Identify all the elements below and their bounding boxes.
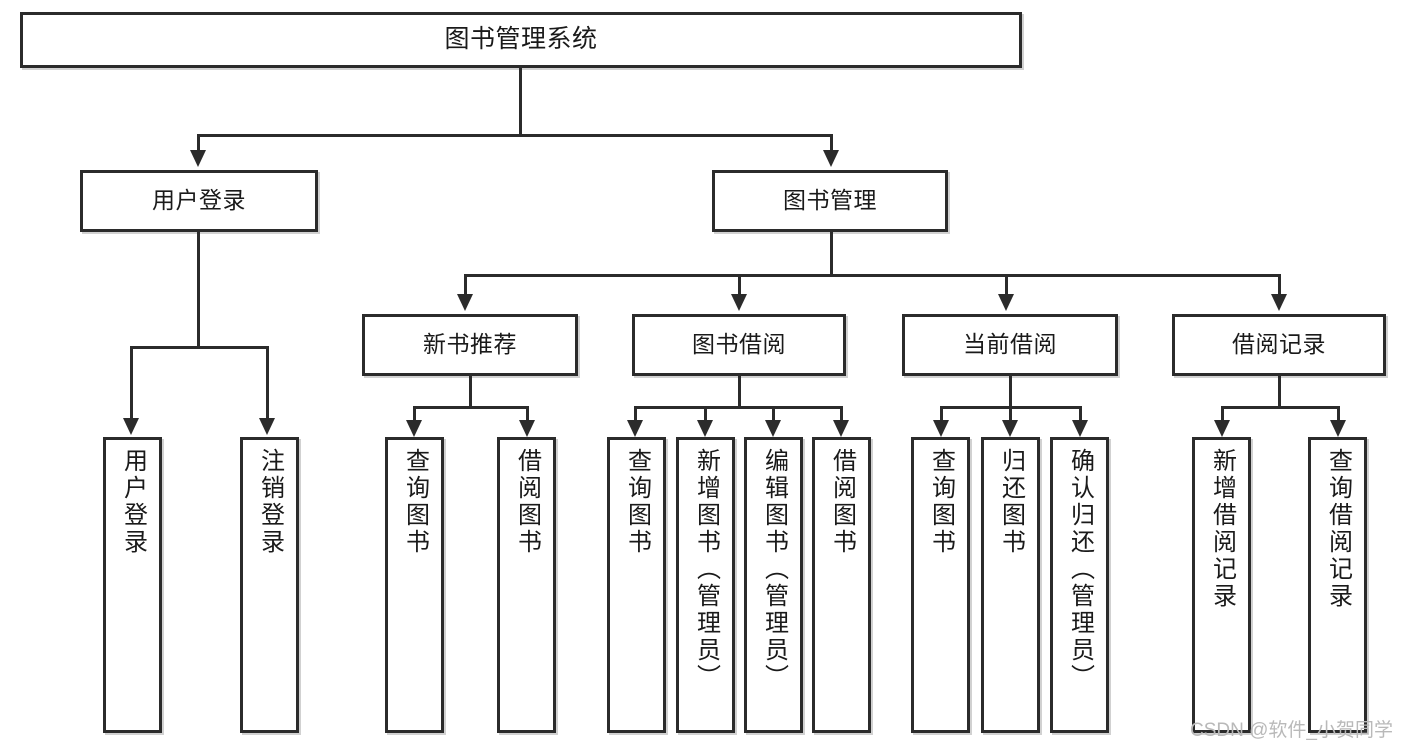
connector-nbr-bus (413, 406, 529, 409)
arrowhead-bb-leaf-3 (765, 420, 781, 437)
node-label: 新增图书（管理员） (692, 448, 720, 691)
node-label: 图书管理系统 (444, 25, 598, 54)
connector-bm-drop-borrow-record (1278, 274, 1281, 296)
node-label: 借阅图书 (513, 448, 541, 556)
connector-user-login-drop-2 (266, 346, 269, 420)
node-label: 归还图书 (997, 448, 1025, 556)
leaf-cb-return-book[interactable]: 归还图书 (981, 437, 1040, 733)
leaf-cb-confirm-return-admin[interactable]: 确认归还（管理员） (1050, 437, 1109, 733)
arrowhead-br-leaf-2 (1330, 420, 1346, 437)
node-root-book-management-system[interactable]: 图书管理系统 (20, 12, 1022, 68)
node-label: 查询图书 (623, 448, 651, 556)
node-label: 编辑图书（管理员） (760, 448, 788, 691)
connector-bb-drop-4 (840, 406, 843, 422)
arrowhead-leaf-user-login (123, 418, 139, 435)
leaf-bb-add-book-admin[interactable]: 新增图书（管理员） (676, 437, 735, 733)
node-book-management[interactable]: 图书管理 (712, 170, 948, 232)
connector-cb-drop-2 (1009, 406, 1012, 422)
node-borrow-record[interactable]: 借阅记录 (1172, 314, 1386, 376)
leaf-nbr-borrow-book[interactable]: 借阅图书 (497, 437, 556, 733)
node-book-borrow[interactable]: 图书借阅 (632, 314, 846, 376)
leaf-nbr-query-book[interactable]: 查询图书 (385, 437, 444, 733)
node-label: 查询图书 (401, 448, 429, 556)
node-user-login[interactable]: 用户登录 (80, 170, 318, 232)
connector-bb-drop-2 (704, 406, 707, 422)
leaf-bb-edit-book-admin[interactable]: 编辑图书（管理员） (744, 437, 803, 733)
connector-br-drop-1 (1221, 406, 1224, 422)
connector-bb-bus (634, 406, 840, 409)
connector-cb-drop-1 (940, 406, 943, 422)
node-label: 确认归还（管理员） (1066, 448, 1094, 691)
node-label: 新增借阅记录 (1208, 448, 1236, 610)
node-label: 用户登录 (119, 448, 147, 556)
node-label: 注销登录 (256, 448, 284, 556)
connector-bm-drop-new-book (464, 274, 467, 296)
arrowhead-current-borrow (998, 294, 1014, 311)
connector-br-drop-2 (1337, 406, 1340, 422)
node-label: 借阅图书 (828, 448, 856, 556)
connector-nbr-drop-1 (413, 406, 416, 422)
arrowhead-new-book-recommend (457, 294, 473, 311)
leaf-cb-query-book[interactable]: 查询图书 (911, 437, 970, 733)
connector-nbr-stem (469, 376, 472, 408)
connector-user-login-bus (130, 346, 269, 349)
arrowhead-nbr-leaf-2 (519, 420, 535, 437)
connector-cb-stem (1009, 376, 1012, 408)
leaf-logout[interactable]: 注销登录 (240, 437, 299, 733)
node-current-borrow[interactable]: 当前借阅 (902, 314, 1118, 376)
arrowhead-cb-leaf-1 (933, 420, 949, 437)
arrowhead-cb-leaf-2 (1002, 420, 1018, 437)
arrowhead-borrow-record (1271, 294, 1287, 311)
connector-user-login-drop-1 (130, 346, 133, 420)
arrowhead-cb-leaf-3 (1072, 420, 1088, 437)
node-label: 借阅记录 (1232, 331, 1326, 358)
node-label: 图书借阅 (692, 331, 786, 358)
connector-bb-stem (738, 376, 741, 408)
arrowhead-bb-leaf-2 (697, 420, 713, 437)
node-label: 图书管理 (783, 187, 877, 214)
arrowhead-book-management (823, 150, 839, 167)
connector-bb-drop-1 (634, 406, 637, 422)
connector-nbr-drop-2 (526, 406, 529, 422)
connector-br-stem (1278, 376, 1281, 408)
leaf-br-add-record[interactable]: 新增借阅记录 (1192, 437, 1251, 733)
leaf-bb-query-book[interactable]: 查询图书 (607, 437, 666, 733)
arrowhead-bb-leaf-1 (627, 420, 643, 437)
leaf-user-login[interactable]: 用户登录 (103, 437, 162, 733)
connector-root-stem (519, 68, 522, 134)
connector-book-management-bus (464, 274, 1278, 277)
connector-bm-drop-current-borrow (1005, 274, 1008, 296)
node-label: 新书推荐 (423, 331, 517, 358)
connector-user-login-stem (197, 232, 200, 346)
leaf-br-query-record[interactable]: 查询借阅记录 (1308, 437, 1367, 733)
connector-book-management-stem (830, 232, 833, 274)
arrowhead-leaf-logout (259, 418, 275, 435)
connector-root-to-book-management (830, 134, 833, 154)
connector-cb-drop-3 (1079, 406, 1082, 422)
node-label: 用户登录 (152, 187, 246, 214)
arrowhead-nbr-leaf-1 (406, 420, 422, 437)
node-new-book-recommend[interactable]: 新书推荐 (362, 314, 578, 376)
connector-bm-drop-book-borrow (738, 274, 741, 296)
arrowhead-book-borrow (731, 294, 747, 311)
node-label: 当前借阅 (963, 331, 1057, 358)
leaf-bb-borrow-book[interactable]: 借阅图书 (812, 437, 871, 733)
node-label: 查询图书 (927, 448, 955, 556)
arrowhead-user-login (190, 150, 206, 167)
node-label: 查询借阅记录 (1324, 448, 1352, 610)
connector-root-to-user-login (197, 134, 200, 154)
arrowhead-br-leaf-1 (1214, 420, 1230, 437)
connector-root-bus (197, 134, 833, 137)
connector-br-bus (1221, 406, 1340, 409)
connector-bb-drop-3 (772, 406, 775, 422)
arrowhead-bb-leaf-4 (833, 420, 849, 437)
